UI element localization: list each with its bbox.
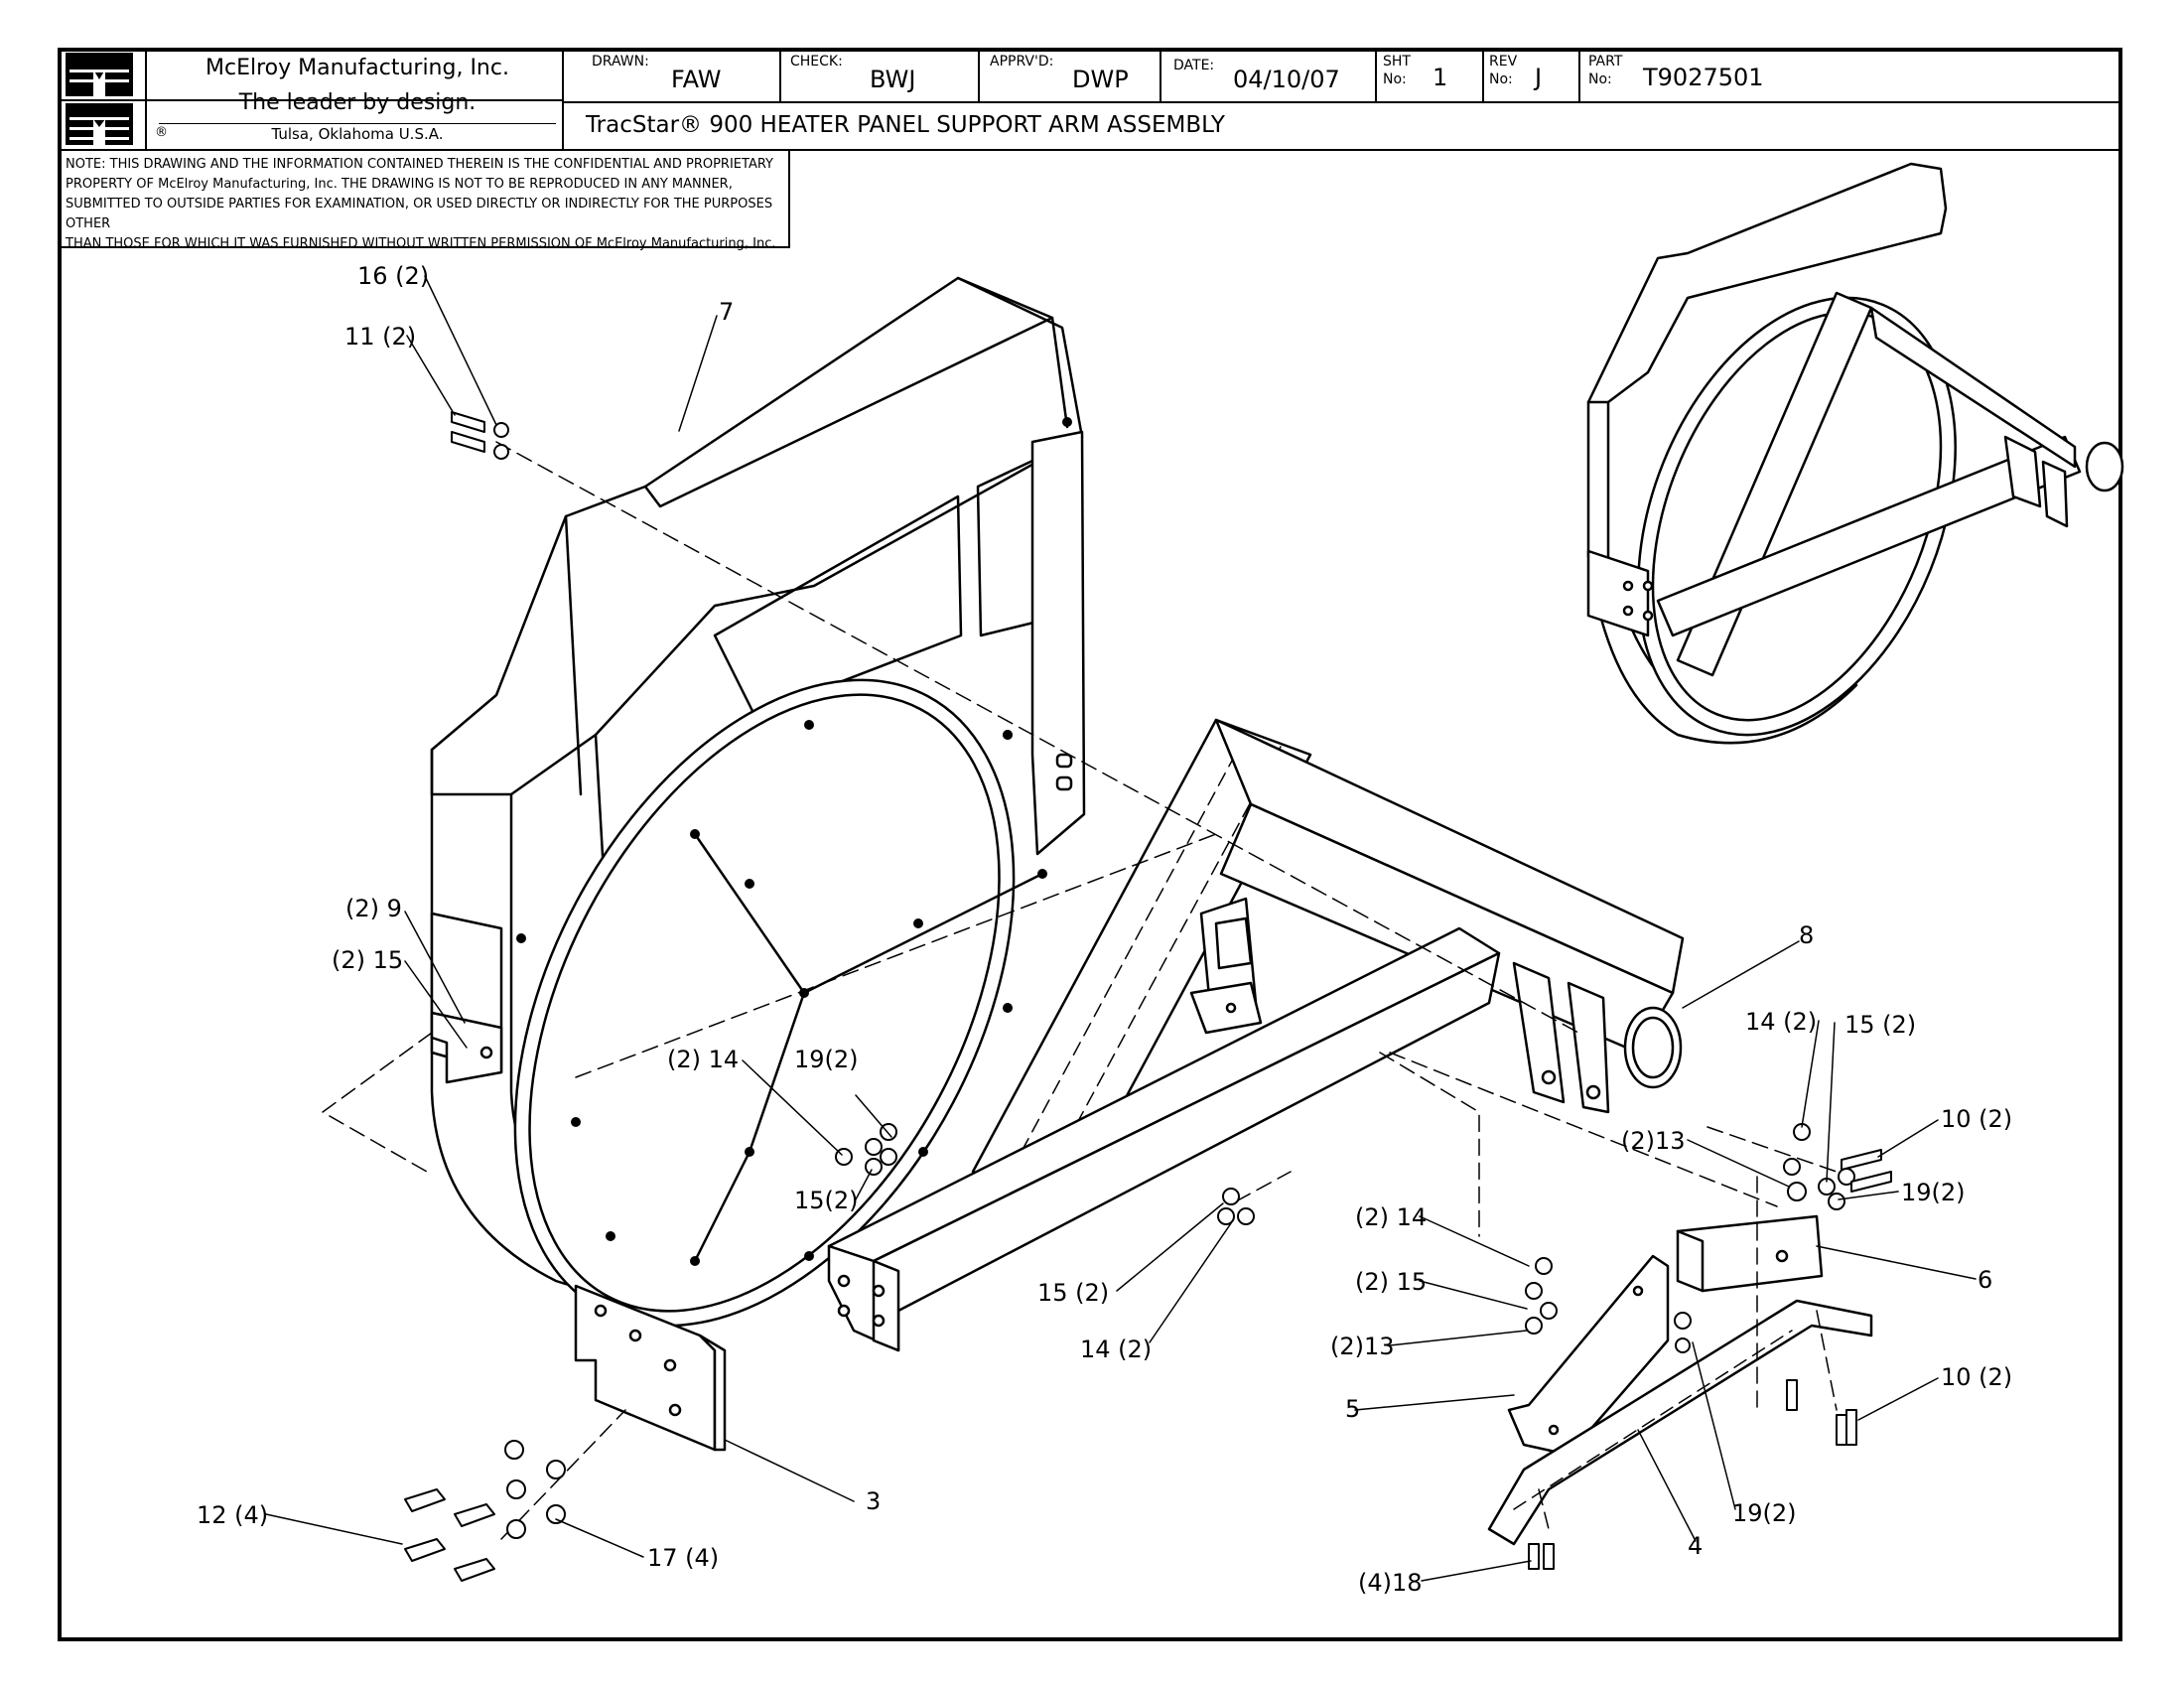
callout-label: (2)13: [1330, 1333, 1395, 1360]
callout-label: 4: [1688, 1532, 1704, 1560]
callout-label: 8: [1799, 921, 1815, 949]
callout-label: 11 (2): [344, 323, 417, 351]
callout-label: 12 (4): [197, 1501, 269, 1529]
callout-label: 5: [1345, 1395, 1361, 1423]
rail-part-4: [1487, 1299, 1873, 1546]
hardware: [404, 411, 1892, 1582]
callout-label: 16 (2): [357, 262, 430, 290]
bracket-part-5: [1507, 1254, 1670, 1457]
part-label: PART: [1588, 54, 1623, 70]
hinge-bracket-part-9: [430, 912, 503, 1084]
callout-label: 19(2): [1901, 1179, 1966, 1206]
callout-label: (2) 15: [1355, 1268, 1428, 1296]
note-line: NOTE: THIS DRAWING AND THE INFORMATION C…: [66, 157, 773, 172]
sht-no-label: No:: [1383, 71, 1407, 87]
inset-iso-view: [1586, 162, 2124, 745]
callout-label: 10 (2): [1941, 1363, 2013, 1391]
mounting-plate-part-3: [574, 1284, 727, 1452]
company-slogan: The leader by design.: [238, 90, 477, 115]
check-value: BWJ: [870, 66, 916, 93]
callout-label: (2) 14: [1355, 1203, 1428, 1231]
heater-housing-part-7: [430, 276, 1086, 1299]
note-line: PROPERTY OF McElroy Manufacturing, Inc. …: [66, 177, 733, 192]
sht-value: 1: [1433, 64, 1448, 91]
callout-label: (2) 14: [667, 1046, 740, 1073]
drawing-sheet: [58, 48, 2122, 1641]
support-arm-part-8: [827, 718, 1685, 1352]
callout-label: 10 (2): [1941, 1105, 2013, 1133]
callout-label: 14 (2): [1080, 1336, 1153, 1363]
rev-value: J: [1535, 64, 1543, 91]
callout-label: 6: [1978, 1266, 1993, 1294]
callout-label: 15 (2): [1844, 1011, 1917, 1039]
company-location: Tulsa, Oklahoma U.S.A.: [271, 125, 444, 143]
callout-label: 19(2): [1732, 1499, 1797, 1527]
sht-label: SHT: [1383, 54, 1411, 70]
callout-label: 15 (2): [1037, 1279, 1110, 1307]
drawn-label: DRAWN:: [592, 54, 649, 70]
check-label: CHECK:: [790, 54, 843, 70]
date-label: DATE:: [1173, 58, 1215, 73]
callout-label: 17 (4): [647, 1544, 720, 1572]
callout-label: 15(2): [794, 1187, 859, 1214]
bracket-part-6: [1676, 1214, 1824, 1293]
callout-label: (2) 15: [332, 946, 404, 974]
rev-label: REV: [1489, 54, 1518, 70]
callout-label: 19(2): [794, 1046, 859, 1073]
callout-label: 7: [719, 298, 735, 326]
note-line: THAN THOSE FOR WHICH IT WAS FURNISHED WI…: [66, 236, 776, 251]
callout-label: 14 (2): [1745, 1008, 1818, 1036]
drawn-value: FAW: [671, 66, 722, 93]
registered-mark-icon: ®: [155, 125, 168, 140]
apprvd-value: DWP: [1072, 66, 1129, 93]
note-line: SUBMITTED TO OUTSIDE PARTIES FOR EXAMINA…: [66, 197, 773, 231]
callout-label: (2) 9: [345, 895, 402, 922]
part-no-label: No:: [1588, 71, 1612, 87]
callout-label: (4)18: [1358, 1569, 1423, 1597]
part-value: T9027501: [1643, 64, 1764, 91]
callout-label: (2)13: [1621, 1127, 1686, 1155]
company-name: McElroy Manufacturing, Inc.: [205, 56, 509, 80]
drawing-title: TracStar® 900 HEATER PANEL SUPPORT ARM A…: [586, 112, 1225, 138]
callout-label: 3: [866, 1487, 882, 1515]
date-value: 04/10/07: [1233, 66, 1340, 93]
apprvd-label: APPRV'D:: [990, 54, 1054, 70]
rev-no-label: No:: [1489, 71, 1513, 87]
confidentiality-note: NOTE: THIS DRAWING AND THE INFORMATION C…: [58, 149, 790, 251]
